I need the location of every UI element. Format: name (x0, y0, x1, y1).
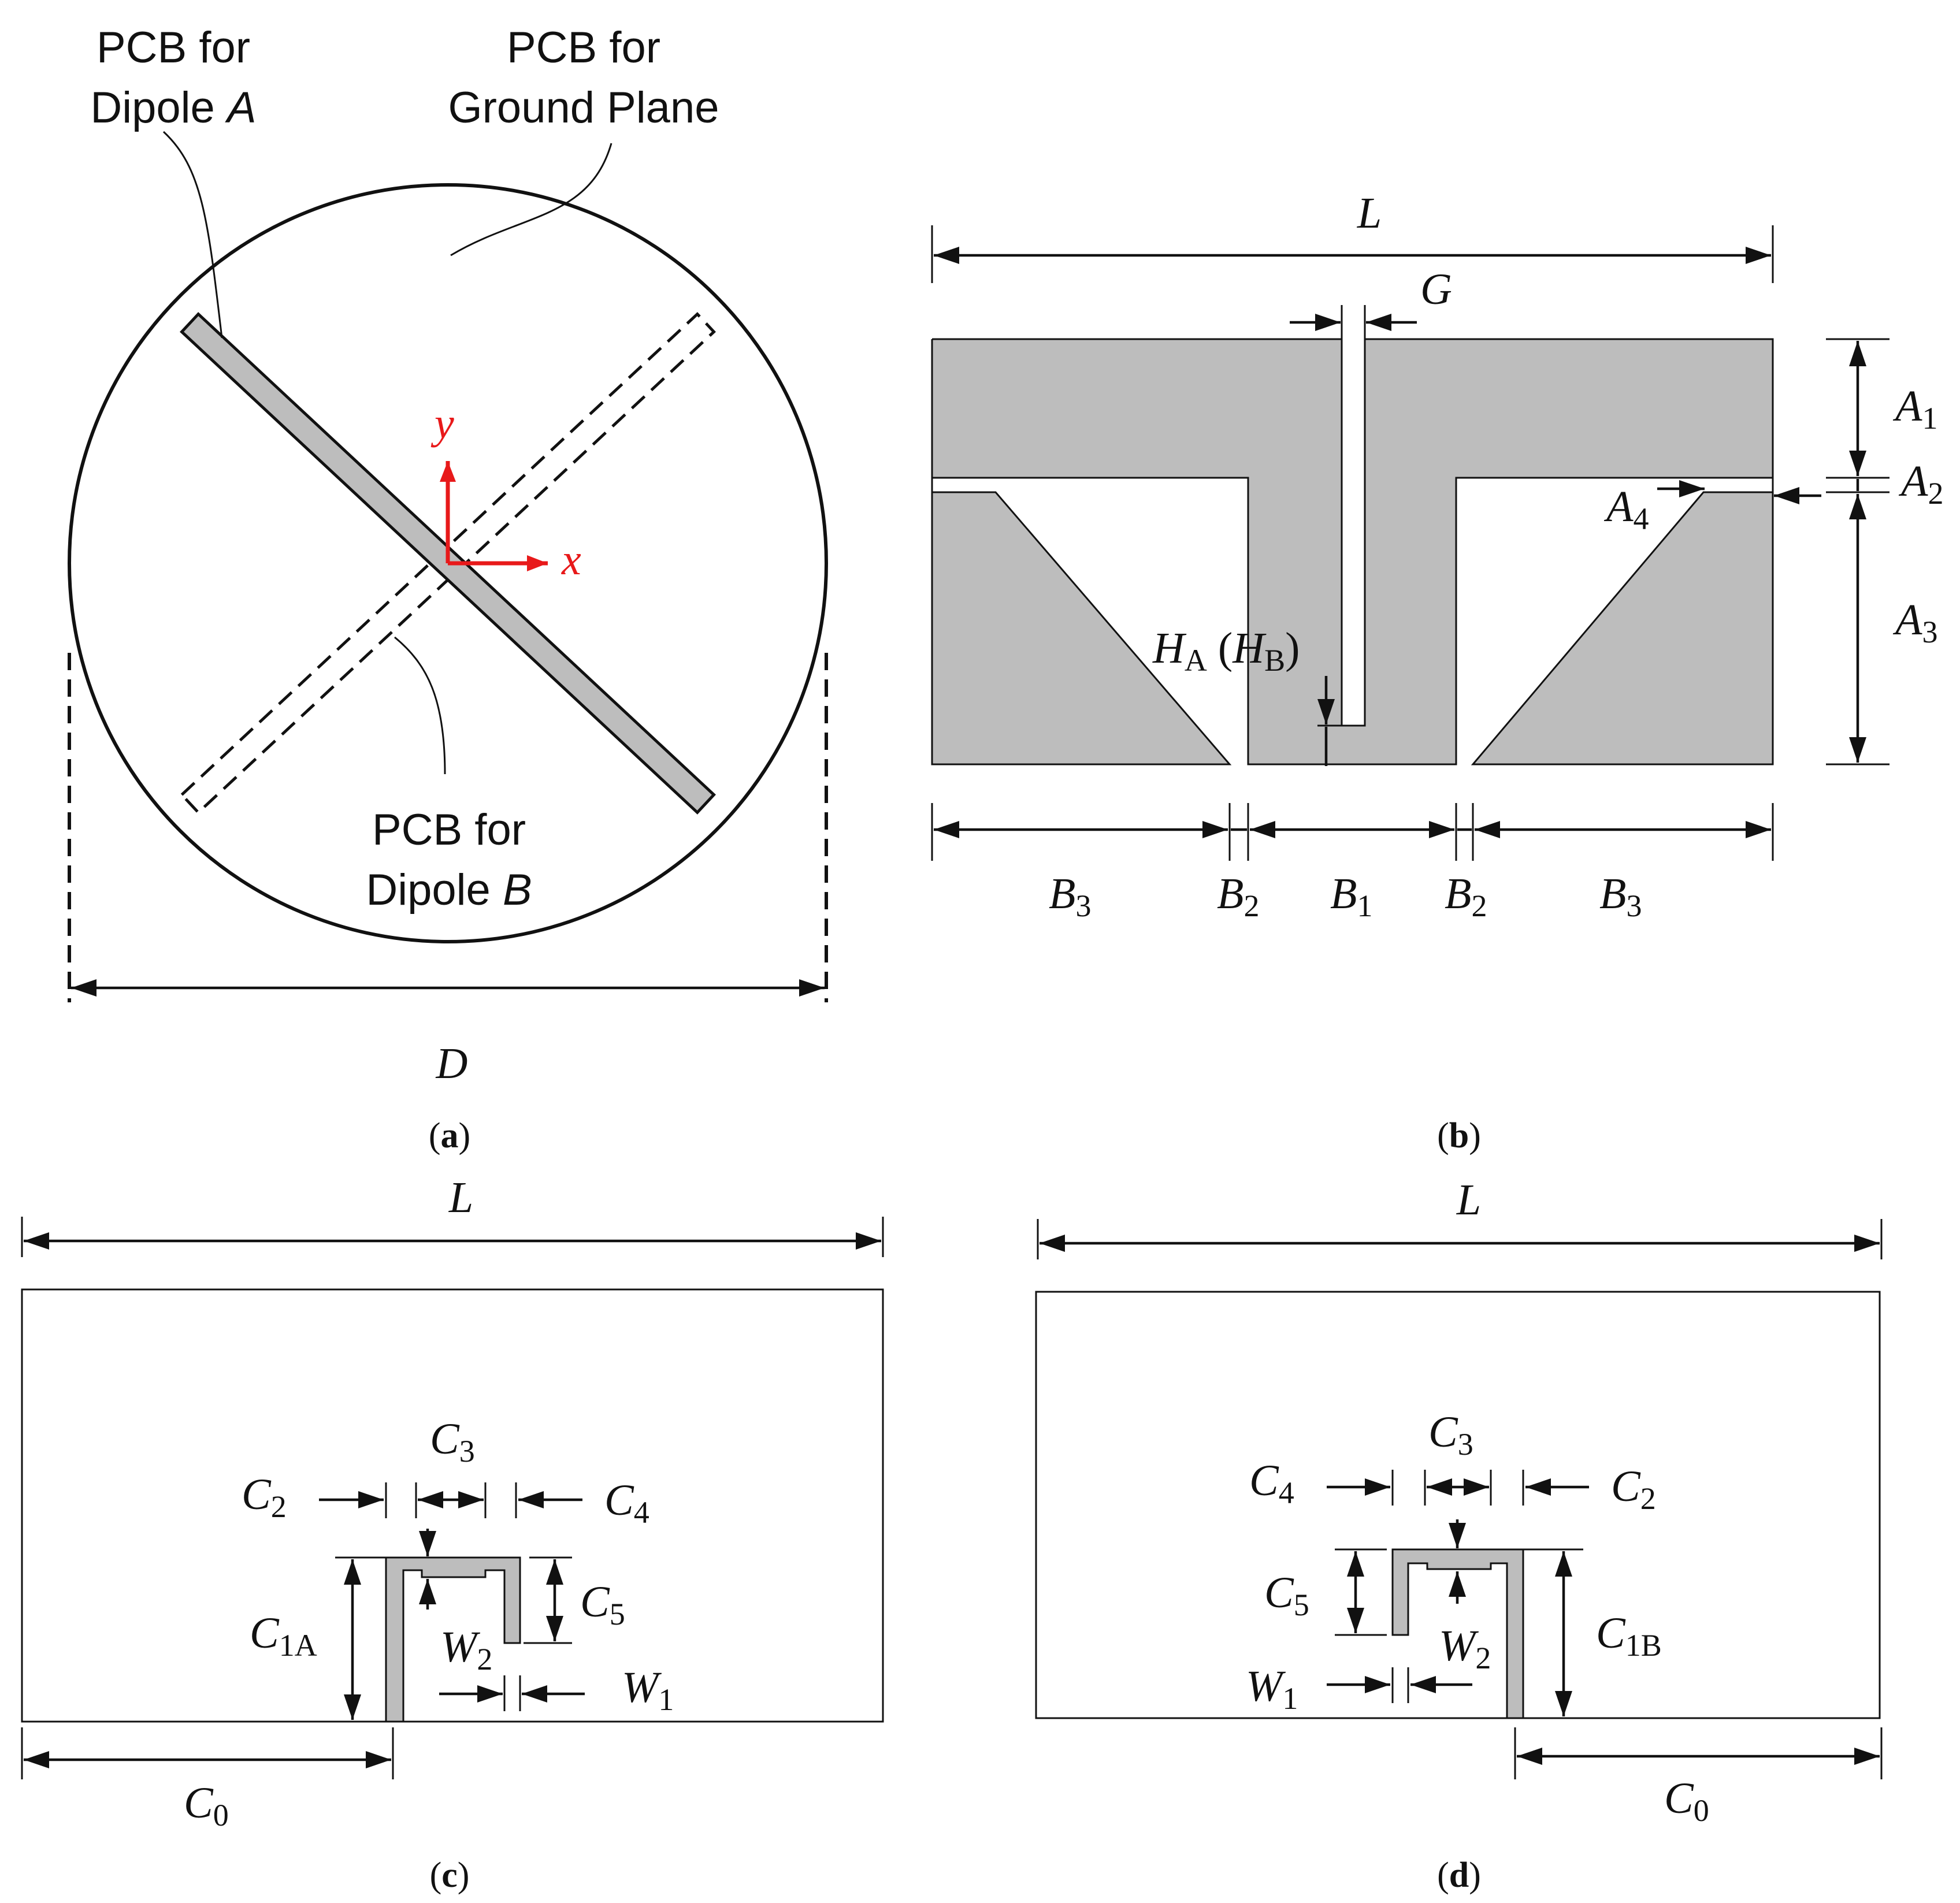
panel-c: L C0 C1A C2 C3 C4 W2 C5 W1 (21, 1173, 884, 1895)
h-label: HA (HB) (1152, 624, 1300, 678)
label-dipole-a-line1: PCB for (96, 23, 250, 72)
d-c2-label: C2 (1611, 1462, 1656, 1516)
b3-left-label: B3 (1049, 869, 1091, 923)
panel-d: L C0 C1B C4 C3 C2 W2 C5 W1 (1035, 1176, 1883, 1895)
d-l-label: L (1456, 1176, 1481, 1224)
d-substrate (1035, 1291, 1881, 1719)
a1-label: A1 (1892, 382, 1937, 436)
c-w2-label: W2 (440, 1623, 492, 1677)
label-dipole-b-line1: PCB for (372, 805, 526, 854)
leader-dipole-b (394, 636, 446, 775)
y-axis-label: y (430, 399, 454, 448)
label-dipole-a-line2: Dipole A (90, 83, 256, 132)
b2-left-label: B2 (1217, 869, 1259, 923)
dipole-outline (931, 338, 1774, 765)
b-l-label: L (1357, 189, 1382, 237)
c-l-label: L (448, 1173, 473, 1222)
d-c0-label: C0 (1664, 1774, 1709, 1828)
caption-a: (a) (429, 1116, 470, 1155)
label-ground-line2: Ground Plane (448, 83, 719, 132)
panel-a: x y PCB for Dipole A PCB for Ground Plan… (68, 23, 828, 1155)
d-feed-strip (1391, 1548, 1524, 1719)
caption-b: (b) (1437, 1116, 1481, 1155)
caption-c: (c) (430, 1856, 470, 1895)
d-c3-label: C3 (1428, 1408, 1473, 1462)
a2-label: A2 (1898, 457, 1943, 511)
c-w1-label: W1 (622, 1663, 674, 1717)
d-label: D (436, 1039, 468, 1088)
c-c1a-label: C1A (250, 1609, 317, 1663)
c-substrate (21, 1288, 884, 1723)
c-c0-label: C0 (184, 1779, 229, 1833)
a3-label: A3 (1892, 596, 1937, 649)
label-dipole-b-line2: Dipole B (366, 865, 532, 915)
b1-label: B1 (1330, 869, 1372, 923)
dipole-copper-pattern (932, 339, 1773, 764)
d-w2-label: W2 (1439, 1622, 1491, 1675)
c-c3-label: C3 (430, 1415, 475, 1469)
panel-b: L G A1 A2 A3 A4 HA (HB) (931, 189, 1943, 1155)
d-c4-label: C4 (1249, 1456, 1294, 1510)
caption-d: (d) (1437, 1856, 1481, 1895)
label-ground-line1: PCB for (507, 23, 660, 72)
ground-plane-circle (68, 183, 828, 943)
b3-right-label: B3 (1599, 869, 1642, 923)
g-label: G (1420, 265, 1452, 314)
b2-right-label: B2 (1445, 869, 1487, 923)
x-axis-label: x (561, 536, 581, 584)
d-w1-label: W1 (1246, 1662, 1298, 1716)
d-c5-label: C5 (1264, 1569, 1309, 1622)
c-feed-strip (385, 1556, 521, 1723)
d-c1b-label: C1B (1596, 1609, 1662, 1663)
leader-ground (450, 143, 612, 257)
c-c5-label: C5 (580, 1578, 625, 1631)
leader-dipole-a (162, 131, 223, 339)
c-c4-label: C4 (604, 1476, 649, 1530)
a4-label: A4 (1603, 482, 1649, 536)
c-c2-label: C2 (242, 1470, 287, 1524)
